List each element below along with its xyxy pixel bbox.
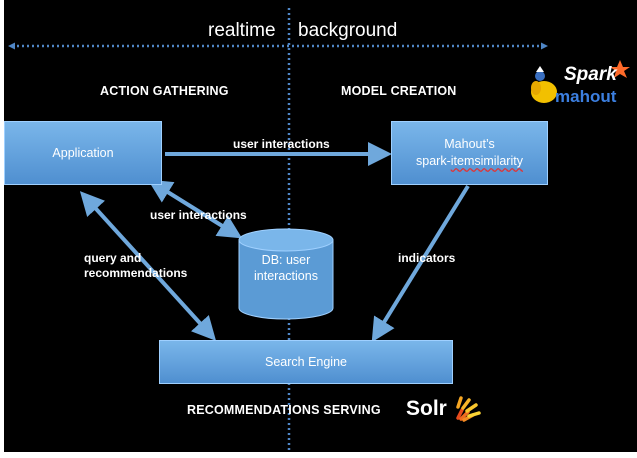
node-mahout-line2: spark-itemsimilarity — [416, 154, 523, 168]
node-search-engine-label: Search Engine — [264, 354, 347, 369]
arrow-app-search — [79, 191, 217, 341]
node-db-label: DB: user interactions — [240, 252, 332, 284]
arrow-mahout-to-search — [371, 184, 470, 343]
header-background: background — [298, 20, 398, 41]
solr-logo-text: Solr — [406, 397, 447, 420]
section-recommendations-serving: RECOMMENDATIONS SERVING — [187, 403, 381, 417]
node-application: Application — [4, 121, 162, 185]
node-search-engine: Search Engine — [159, 340, 453, 384]
node-db-line2: interactions — [254, 269, 318, 283]
spellcheck-underlined-word: itemsimilarity — [450, 154, 523, 168]
edge-label-app-to-db: user interactions — [150, 208, 247, 222]
node-application-label: Application — [52, 145, 114, 160]
mahout-logo-text: mahout — [555, 87, 617, 106]
db-cylinder — [238, 228, 334, 320]
edge-label-indicators: indicators — [398, 251, 456, 265]
node-mahout-line1: Mahout’s — [444, 137, 495, 151]
spark-mahout-logo-art: Spark mahout — [531, 60, 630, 106]
node-mahout-itemsimilarity: Mahout’s spark-itemsimilarity — [391, 121, 548, 185]
header-realtime: realtime — [208, 20, 276, 41]
solr-logo: Solr — [406, 388, 486, 424]
node-db-line1: DB: user — [261, 253, 311, 267]
edge-label-query-and-recommendations: query and recommendations — [84, 251, 188, 280]
spark-logo-text: Spark — [564, 64, 618, 85]
section-model-creation: MODEL CREATION — [341, 84, 457, 98]
edge-label-app-to-mahout: user interactions — [233, 137, 330, 151]
solr-logo-art: Solr — [406, 396, 481, 422]
spark-mahout-logo: Spark mahout — [524, 56, 634, 110]
section-action-gathering: ACTION GATHERING — [100, 84, 229, 98]
